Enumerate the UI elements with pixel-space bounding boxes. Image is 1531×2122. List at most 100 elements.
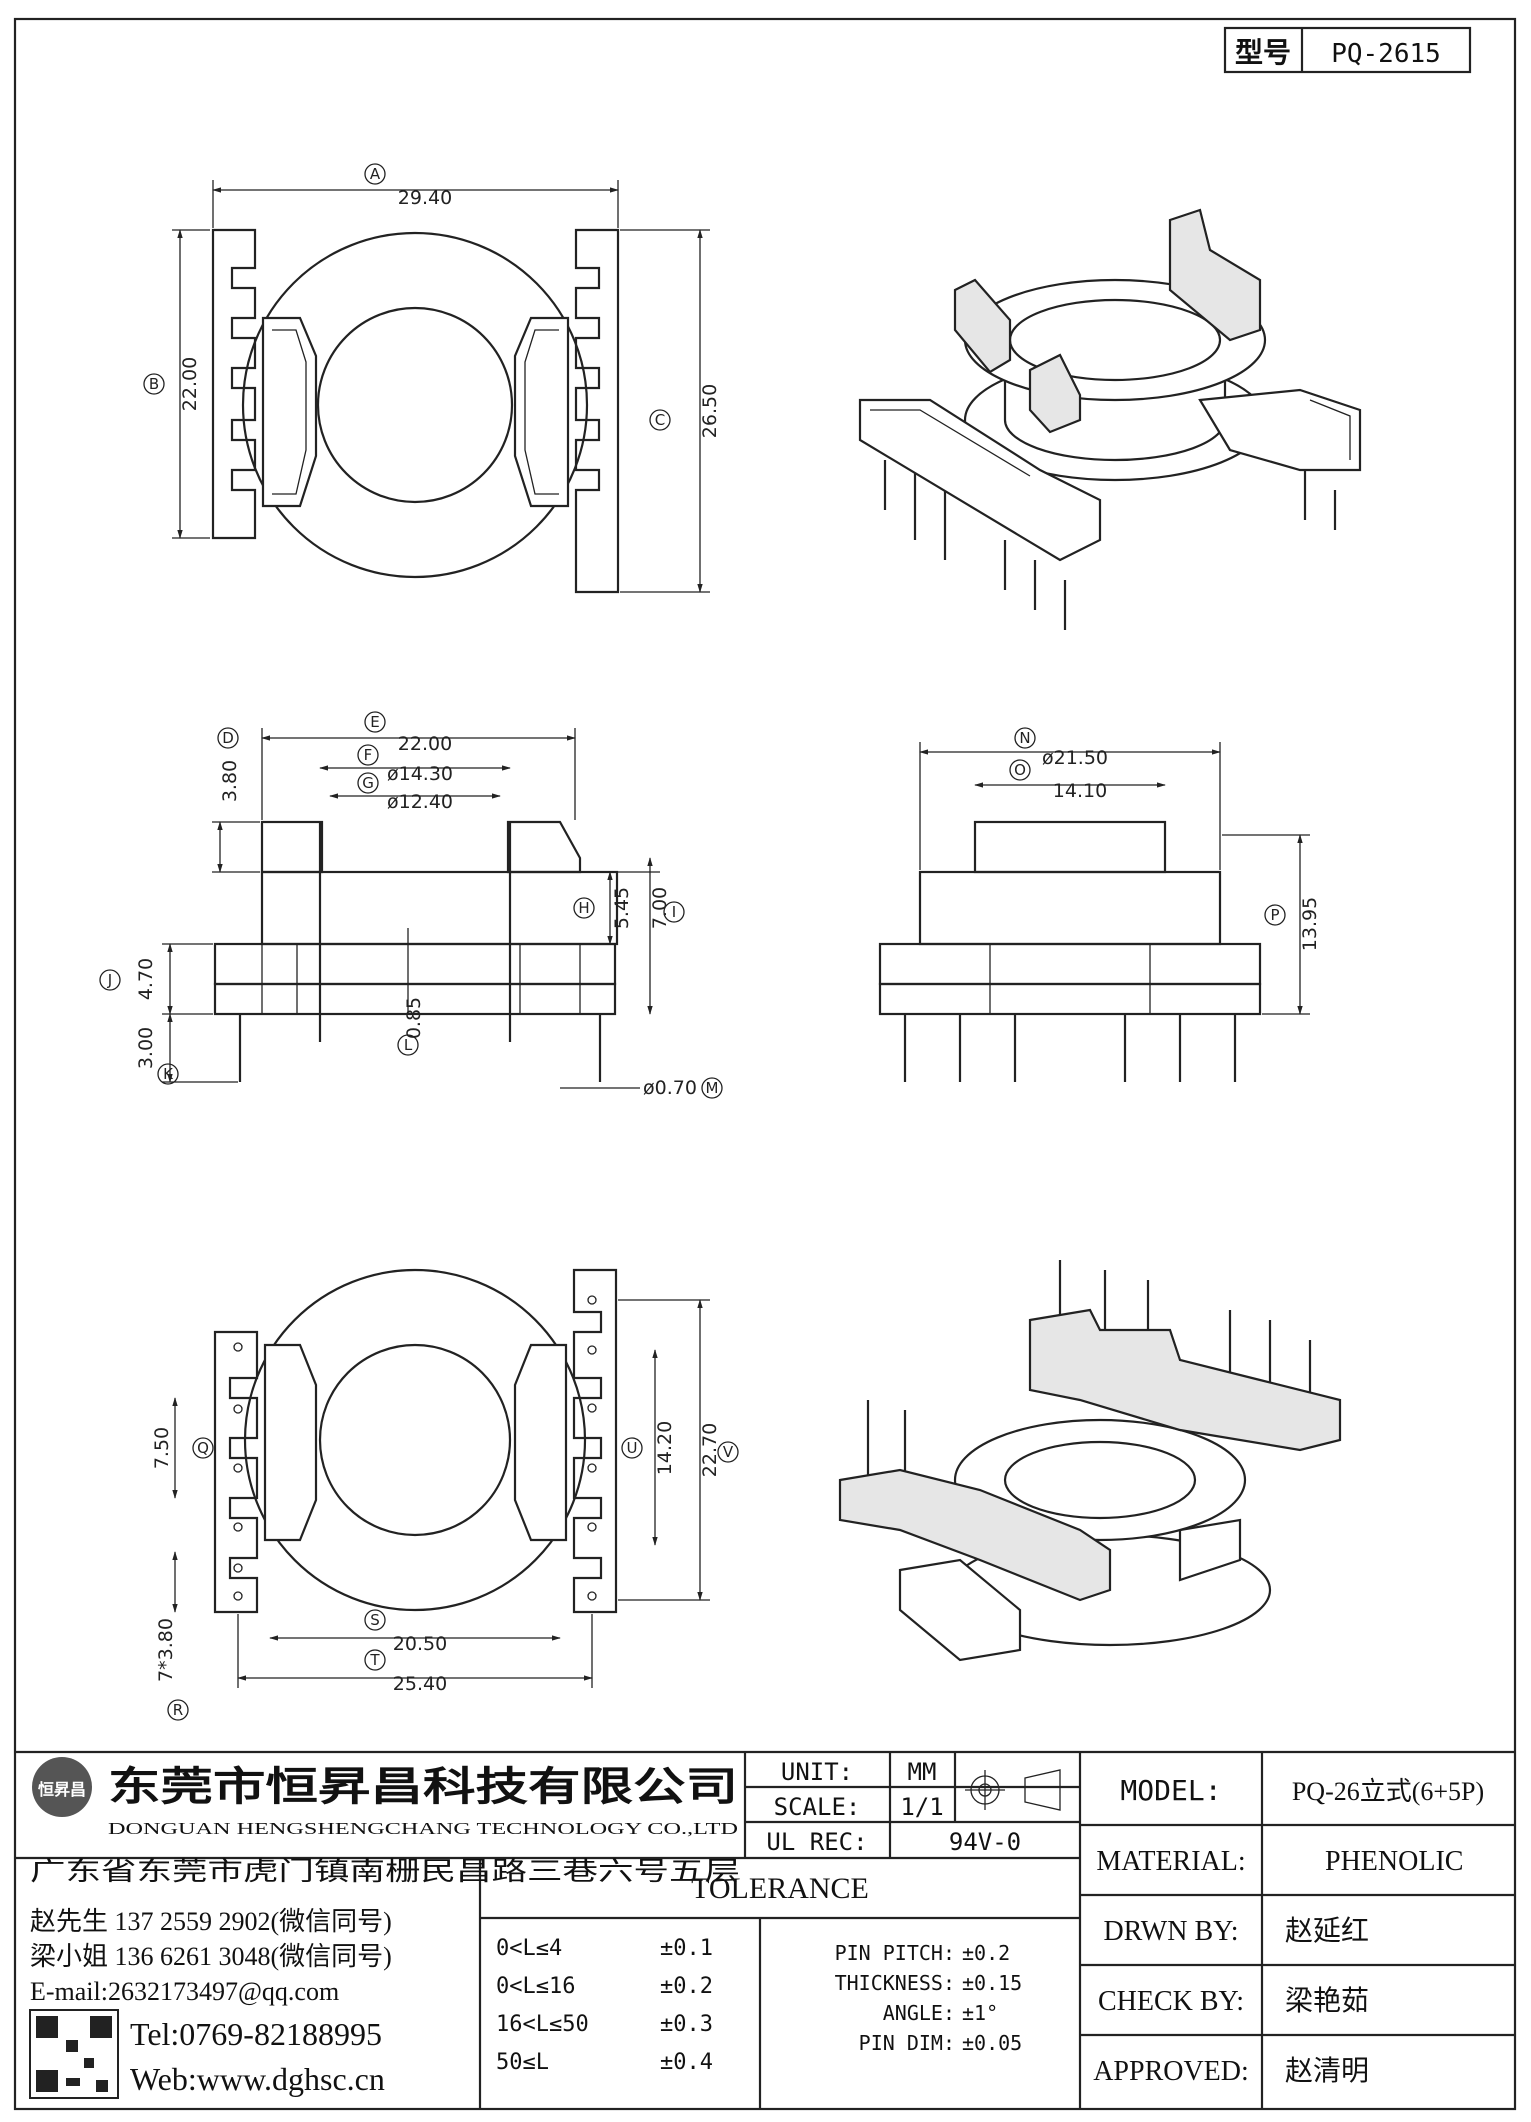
svg-text:O: O [1014,761,1026,779]
material-value: PHENOLIC [1325,1846,1463,1877]
tol-range-3: 50≤L [496,2050,549,2075]
scale-value: 1/1 [900,1793,943,1821]
contact-web: Web:www.dghsc.cn [130,2061,385,2097]
dim-s: 20.50 [393,1633,447,1655]
type-label: 型号 [1235,37,1291,69]
dim-q: 7.50 [151,1427,173,1469]
iso-view-top [858,208,1362,630]
tol-range-1: 0<L≤16 [496,1974,575,1999]
svg-text:D: D [222,729,234,747]
dim-g: ø12.40 [387,791,453,813]
company-logo-icon [32,1757,92,1817]
dim-v: 22.70 [699,1423,721,1477]
tol-value-0: ±0.1 [660,1936,713,1961]
tol-range-2: 16<L≤50 [496,2012,589,2037]
tol-value-3: ±0.4 [660,2050,713,2075]
type-box: 型号 PQ-2615 [1223,26,1472,74]
ul-label: UL REC: [766,1828,867,1856]
svg-text:S: S [370,1611,380,1629]
company-address: 广东省东莞市虎门镇南栅民昌路三巷六号五层 [30,1857,740,1886]
side-view: 22.00 E ø14.30 F ø12.40 G 3.80 D 5.45 H … [99,711,723,1099]
dim-b: 22.00 [179,357,201,411]
iso-view-bottom [838,1260,1342,1662]
drawing-border [13,17,1517,2111]
svg-text:N: N [1019,729,1030,747]
unit-value: MM [908,1758,937,1786]
svg-text:A: A [370,165,381,183]
extra-value-3: ±0.05 [962,2031,1022,2055]
company-name-en: DONGUAN HENGSHENGCHANG TECHNOLOGY CO.,LT… [108,1819,738,1838]
dim-r: 7*3.80 [155,1618,177,1682]
extra-label-1: THICKNESS: [835,1971,955,1995]
contact-line-1: 赵先生 137 2559 2902(微信同号) [30,1907,392,1936]
svg-text:B: B [149,375,159,393]
svg-text:M: M [706,1079,719,1097]
model-value: PQ-26立式(6+5P) [1292,1777,1484,1806]
extra-value-0: ±0.2 [962,1941,1010,1965]
dim-t: 25.40 [393,1673,447,1695]
extra-label-2: ANGLE: [883,2001,955,2025]
extra-label-3: PIN DIM: [859,2031,955,2055]
dim-f: ø14.30 [387,763,453,785]
svg-text:P: P [1270,906,1279,924]
dim-p: 13.95 [1299,897,1321,951]
svg-text:U: U [627,1439,638,1457]
extra-label-0: PIN PITCH: [835,1941,955,1965]
title-block: 恒昇昌 东莞市恒昇昌科技有限公司 DONGUAN HENGSHENGCHANG … [15,1750,1515,2109]
approved-value: 赵清明 [1285,2055,1369,2087]
model-label: MODEL: [1120,1774,1221,1807]
front-view: ø21.50 N 14.10 O 13.95 P [878,727,1321,1082]
check-value: 梁艳茹 [1285,1985,1369,2017]
projection-symbol-icon [965,1769,1061,1811]
svg-text:Q: Q [197,1439,209,1457]
svg-text:T: T [369,1651,380,1669]
check-label: CHECK BY: [1098,1986,1244,2017]
approved-label: APPROVED: [1093,2056,1249,2087]
svg-text:F: F [364,746,373,764]
svg-text:L: L [404,1036,413,1054]
svg-text:G: G [362,774,374,792]
svg-text:C: C [655,411,665,429]
company-name-cn: 东莞市恒昇昌科技有限公司 [108,1764,738,1809]
dim-k: 3.00 [135,1027,157,1069]
dim-a: 29.40 [398,187,452,209]
tol-value-2: ±0.3 [660,2012,713,2037]
svg-text:R: R [173,1701,183,1719]
svg-text:K: K [163,1065,174,1083]
svg-text:I: I [672,903,676,921]
qr-code-icon [29,2009,119,2099]
tol-range-0: 0<L≤4 [496,1936,562,1961]
svg-text:H: H [578,899,589,917]
svg-text:J: J [107,971,112,989]
tolerance-title: TOLERANCE [691,1872,869,1905]
type-value: PQ-2615 [1331,39,1441,69]
contact-tel: Tel:0769-82188995 [130,2016,382,2052]
svg-text:E: E [370,713,379,731]
dim-d: 3.80 [219,760,241,802]
dim-c: 26.50 [699,384,721,438]
dim-u: 14.20 [654,1421,676,1475]
svg-text:V: V [723,1443,734,1461]
dim-j: 4.70 [135,958,157,1000]
unit-label: UNIT: [781,1758,853,1786]
tol-value-1: ±0.2 [660,1974,713,1999]
dim-m: ø0.70 [643,1077,697,1099]
extra-value-1: ±0.15 [962,1971,1022,1995]
dim-e: 22.00 [398,733,452,755]
dim-l: 0.85 [403,997,425,1039]
contact-email: E-mail:2632173497@qq.com [30,1977,339,2006]
top-view: 29.40 A 22.00 B 26.50 C [143,163,721,594]
bottom-view: 7.50 Q 7*3.80 R 20.50 S 25.40 T 14.20 U … [151,1268,739,1721]
scale-label: SCALE: [774,1793,861,1821]
ul-value: 94V-0 [949,1828,1021,1856]
dim-i: 7.00 [649,887,671,929]
drawn-value: 赵延红 [1285,1915,1369,1947]
dim-n: ø21.50 [1042,747,1108,769]
svg-text:恒昇昌: 恒昇昌 [38,1780,86,1799]
material-label: MATERIAL: [1096,1846,1245,1877]
dim-h: 5.45 [611,887,633,929]
extra-value-2: ±1° [962,2001,998,2025]
drawn-label: DRWN BY: [1103,1916,1238,1947]
dim-o: 14.10 [1053,780,1107,802]
